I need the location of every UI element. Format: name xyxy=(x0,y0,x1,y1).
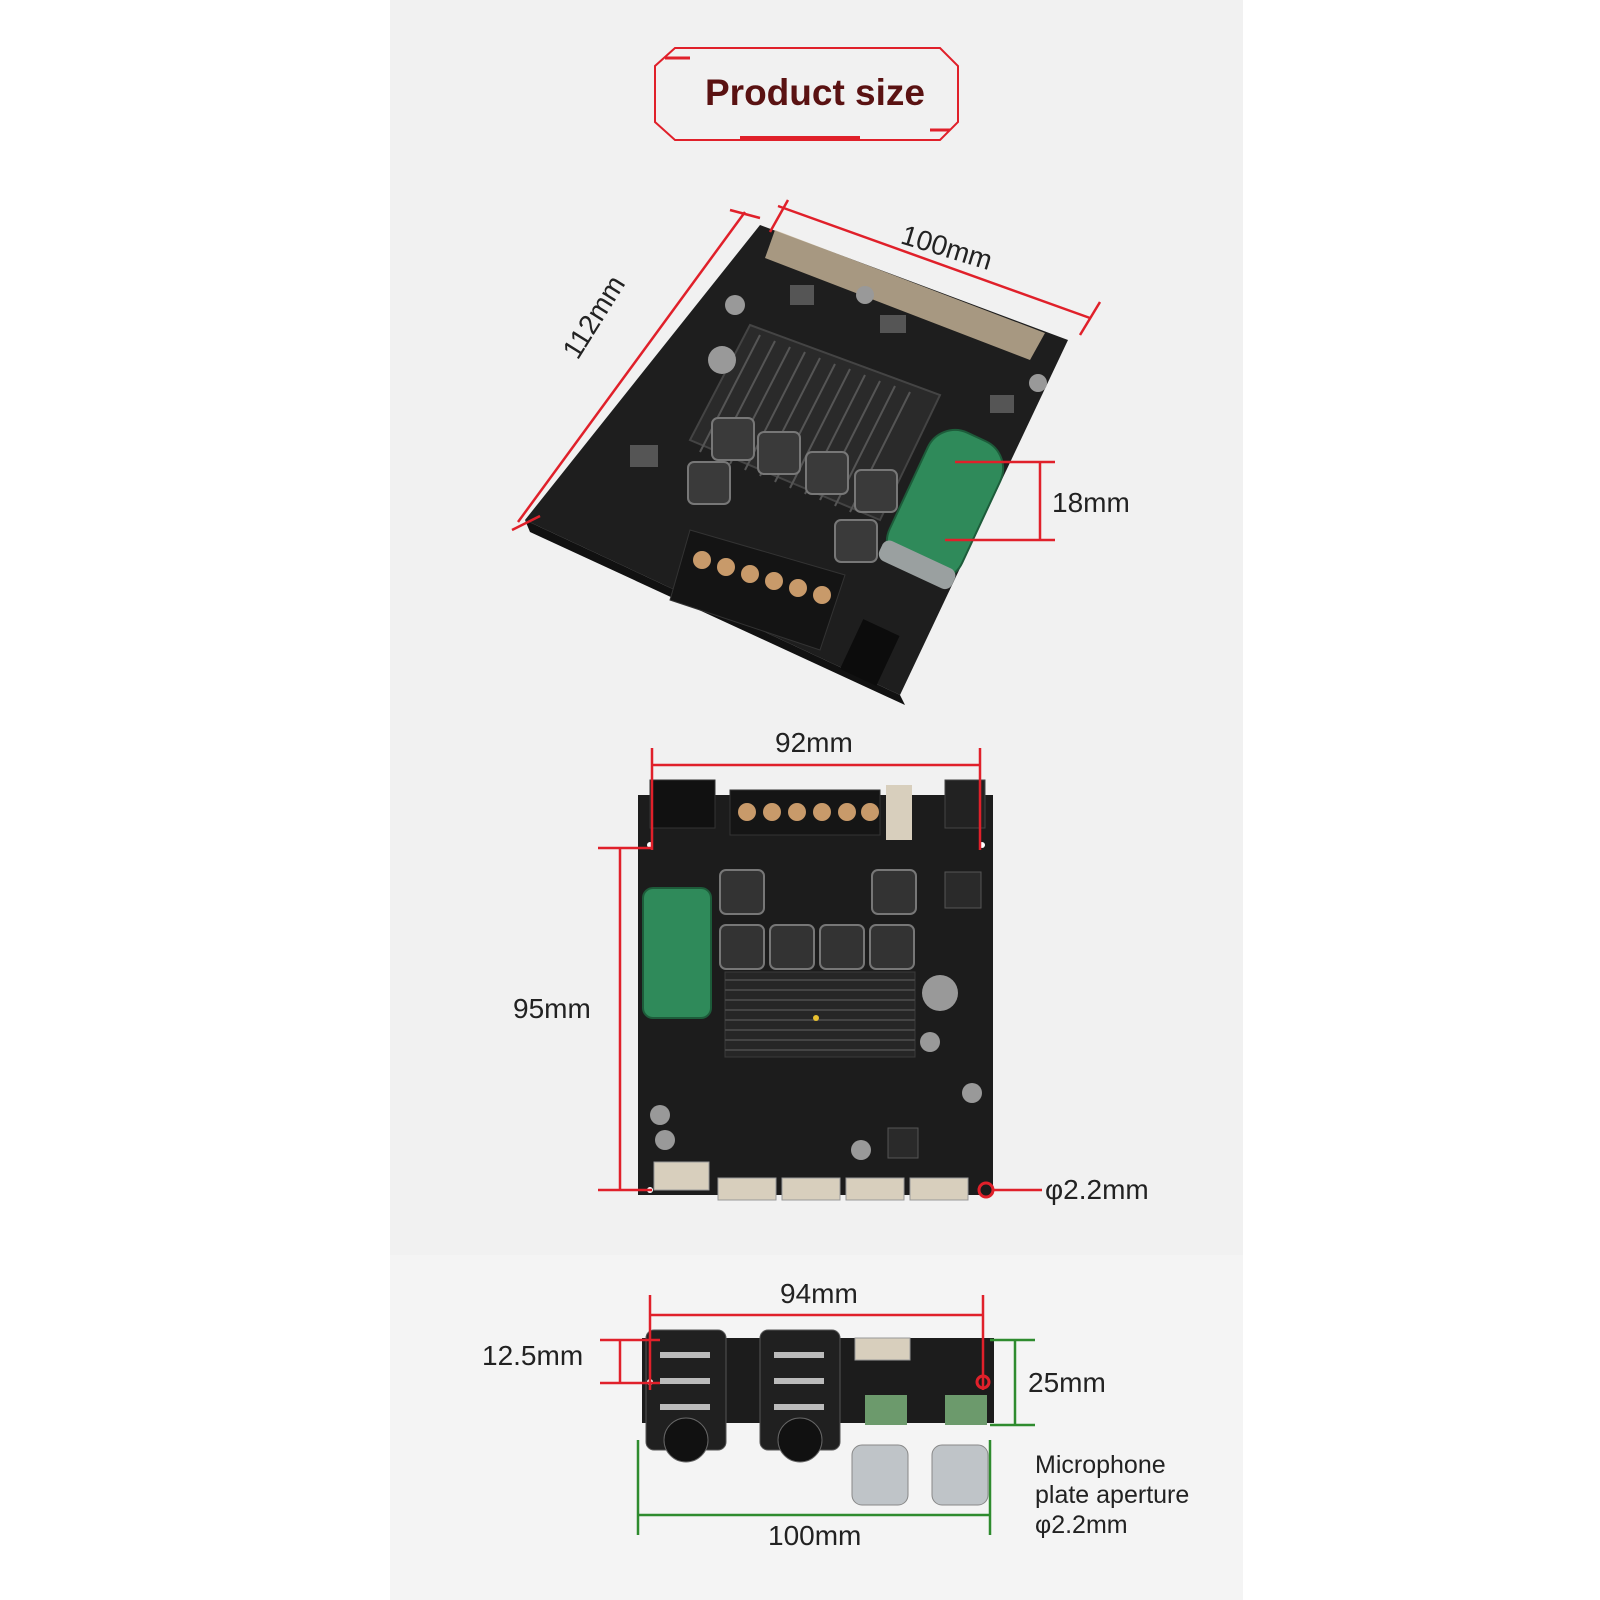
dimension-label-hole-diameter: φ2.2mm xyxy=(1045,1174,1149,1205)
board-angled-view xyxy=(525,225,1068,705)
dimension-label-hole-span-94mm: 94mm xyxy=(780,1278,858,1309)
title-frame xyxy=(654,47,959,141)
aperture-note-line: φ2.2mm xyxy=(1035,1511,1128,1539)
board-top-view xyxy=(638,779,995,1201)
dimension-label-height-18mm: 18mm xyxy=(1052,487,1130,518)
aperture-note-line: plate aperture xyxy=(1035,1481,1190,1509)
measure-lines-green xyxy=(636,1338,1035,1535)
page-title: Product size xyxy=(705,71,925,113)
dimension-lines-view1 xyxy=(511,199,1102,542)
dimension-label-width-92mm: 92mm xyxy=(775,727,853,758)
dimension-lines-view3 xyxy=(600,1295,985,1390)
board-mic-view xyxy=(642,1329,994,1506)
dimension-label-offset-12-5mm: 12.5mm xyxy=(482,1340,584,1371)
dimension-lines-view2 xyxy=(598,748,1042,1192)
dimension-label-height-95mm: 95mm xyxy=(513,993,591,1024)
aperture-note-line: Microphone xyxy=(1035,1451,1166,1479)
dimension-label-height-25mm: 25mm xyxy=(1028,1367,1106,1398)
dimension-label-width-100mm-bottom: 100mm xyxy=(768,1520,862,1551)
aperture-note: Microphone plate aperture φ2.2mm xyxy=(1035,1450,1189,1540)
